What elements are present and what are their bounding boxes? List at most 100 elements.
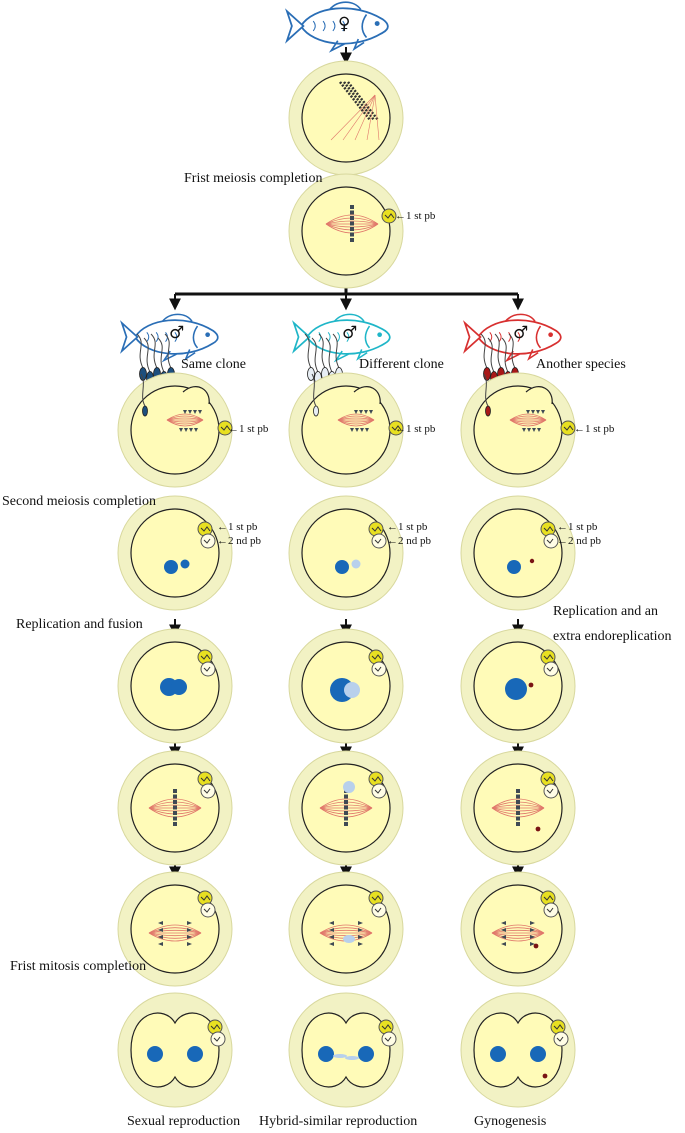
chromosome — [364, 410, 368, 414]
polar-body-chromatin — [384, 213, 395, 219]
polar-body-1-label-col2-step2: ←1 st pb — [387, 521, 428, 533]
polar-body-chromatin — [553, 1024, 564, 1030]
chromosome — [350, 221, 354, 226]
chromosome — [344, 800, 348, 804]
dividing-cell — [130, 1012, 220, 1088]
male-chromatin — [542, 1073, 548, 1079]
daughter-nucleus — [490, 1046, 506, 1062]
spindle-fiber — [509, 417, 547, 421]
chromosome — [173, 811, 177, 815]
chromosome — [189, 428, 193, 432]
chromosome — [183, 410, 187, 414]
chromosome — [360, 428, 364, 432]
male-symbol-red: ♂ — [513, 323, 529, 343]
chromosome-pair — [347, 81, 379, 121]
fish-eye — [548, 332, 553, 337]
spindle-fiber — [148, 932, 202, 942]
fish-fin — [352, 38, 365, 52]
chromosome — [355, 428, 359, 432]
fish-scale — [146, 332, 150, 342]
female-nucleus — [505, 678, 527, 700]
dividing-cell — [301, 1012, 391, 1088]
sperm-tail — [136, 333, 144, 369]
chromosome — [350, 428, 354, 432]
outcome-sexual-reproduction: Sexual reproduction — [127, 1114, 241, 1129]
fertilization-cone — [353, 386, 381, 405]
polar-body-1-label-col2-step1: ←1 st pb — [395, 423, 436, 435]
replication-extra-label-2: extra endoreplication — [553, 629, 672, 644]
polar-body-chromatin — [371, 526, 382, 532]
fish-fin — [333, 350, 349, 363]
male-chromatin — [345, 1056, 359, 1060]
two-cell-embryo — [117, 992, 233, 1108]
chromosome — [501, 942, 506, 946]
two-cell-embryo — [288, 992, 404, 1108]
fertilized-egg — [460, 372, 576, 488]
sperm-head — [485, 405, 491, 417]
spindle-fiber — [491, 932, 545, 937]
female-pronucleus — [164, 560, 178, 574]
spindle-fiber — [166, 417, 204, 421]
daughter-nucleus — [530, 1046, 546, 1062]
fish-tail — [462, 320, 482, 354]
spindle-fiber — [366, 94, 376, 141]
fish-scale — [155, 332, 159, 342]
chromosome — [359, 410, 363, 414]
polar-body-1-label-col3-step2: ←1 st pb — [557, 521, 598, 533]
sperm-tail — [487, 337, 495, 373]
chromosome — [173, 794, 177, 799]
spindle-fiber — [491, 924, 545, 934]
chromosome — [501, 921, 506, 925]
fish-tail — [291, 320, 311, 354]
spindle-fiber — [148, 927, 202, 934]
polar-body-2-label-col1-step2: ←2 nd pb — [217, 535, 261, 547]
daughter-nucleus — [187, 1046, 203, 1062]
male-fish-cyan-icon — [291, 313, 391, 363]
chromosome — [530, 921, 535, 925]
zygote-replication — [460, 628, 576, 744]
spindle-fiber — [166, 419, 204, 423]
zygote-pronuclei — [288, 495, 404, 611]
sperm-head — [142, 405, 148, 417]
chromosome — [526, 410, 530, 414]
oocyte-metaphase-ii — [288, 173, 404, 289]
chromosome — [344, 805, 348, 810]
egg-cell — [130, 508, 220, 598]
zygote-replication — [117, 628, 233, 744]
fish-scale — [346, 332, 350, 342]
spindle-fiber — [354, 94, 376, 141]
spindle-fiber — [319, 798, 373, 809]
chromosome — [344, 816, 348, 821]
dividing-cell — [473, 1012, 563, 1088]
fish-scale — [342, 20, 346, 32]
spindle-fiber — [337, 415, 375, 421]
chromosome — [193, 410, 197, 414]
polar-body-chromatin — [563, 425, 574, 431]
polar-body-chromatin — [546, 538, 554, 544]
fish-gill — [364, 325, 371, 349]
fish-scale — [517, 332, 521, 342]
fish-scale — [174, 332, 178, 342]
sperm-tail — [483, 373, 489, 407]
first-mitosis-label: Frist mitosis completion — [10, 959, 147, 974]
chromosome — [350, 210, 354, 215]
chromosome — [501, 928, 506, 932]
zygote-anaphase — [460, 871, 576, 987]
daughter-nucleus — [318, 1046, 334, 1062]
fish-scale — [322, 20, 326, 32]
zygote-anaphase — [288, 871, 404, 987]
chromosome — [358, 935, 363, 939]
zygote-pronuclei — [117, 495, 233, 611]
spindle-fiber — [330, 94, 376, 141]
male-nucleus — [344, 682, 360, 698]
spindle-fiber — [148, 932, 202, 939]
fish-fin — [504, 350, 520, 363]
spindle-fiber — [166, 415, 204, 421]
polar-body-chromatin — [200, 526, 211, 532]
fish-scale — [332, 20, 336, 32]
polar-body-chromatin — [374, 788, 382, 794]
chromosome — [173, 805, 177, 810]
egg-cell — [473, 884, 563, 974]
zygote-metaphase — [288, 750, 404, 866]
polar-body-chromatin — [200, 776, 211, 782]
